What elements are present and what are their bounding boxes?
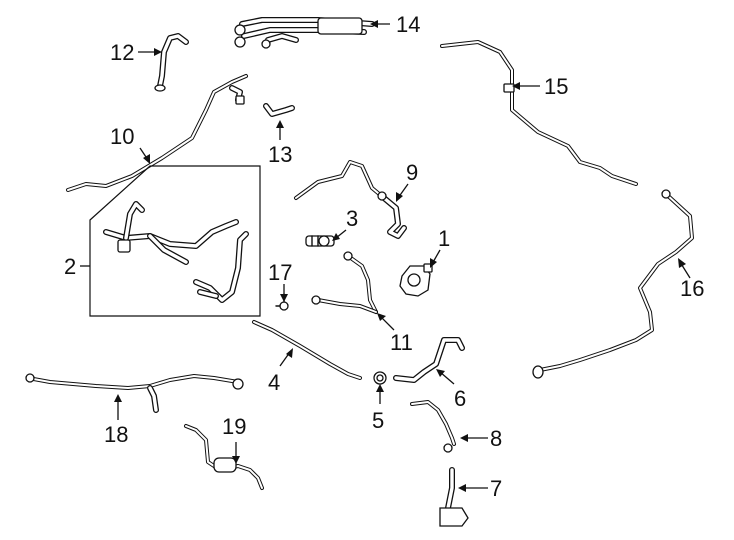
callout-13: 13 (268, 142, 292, 167)
callout-4: 4 (268, 370, 280, 395)
callout-12: 12 (110, 40, 134, 65)
part-19-hose (184, 424, 264, 490)
part-9-hose (294, 160, 407, 239)
callout-16: 16 (680, 276, 704, 301)
callout-18: 18 (104, 422, 128, 447)
callout-11: 11 (390, 330, 413, 355)
part-14-coolant-pipe-assembly (234, 17, 375, 49)
part-18-hose-assembly (25, 373, 244, 413)
part-10-long-hose (66, 74, 248, 192)
callout-19: 19 (222, 414, 246, 439)
part-7-fitting (439, 467, 469, 527)
part-13-elbow-hose (263, 103, 295, 117)
part-11-hose (311, 251, 378, 314)
part-5-clamp (373, 371, 387, 385)
callout-5: 5 (372, 408, 384, 433)
part-8-hose (410, 400, 456, 453)
callout-15: 15 (544, 74, 568, 99)
callout-3: 3 (346, 206, 358, 231)
callout-6: 6 (454, 386, 466, 411)
callout-7: 7 (490, 476, 502, 501)
part-12-bent-hose (154, 33, 189, 92)
callout-14: 14 (396, 12, 420, 37)
part-16-long-pipe (532, 189, 694, 379)
callout-8: 8 (490, 426, 502, 451)
part-1-housing (399, 263, 433, 297)
part-2-hose-assembly (103, 201, 249, 303)
part-6-hose (393, 337, 465, 383)
part-4-thin-pipe (252, 320, 362, 380)
callout-9: 9 (406, 160, 418, 185)
part-2-group-box (89, 165, 261, 317)
callout-10: 10 (110, 124, 134, 149)
leader-lines (80, 20, 691, 492)
callout-1: 1 (438, 226, 450, 251)
callout-17: 17 (268, 260, 292, 285)
part-3-connector (305, 235, 335, 247)
part-15-long-pipe (440, 40, 638, 186)
callout-2: 2 (64, 254, 76, 279)
